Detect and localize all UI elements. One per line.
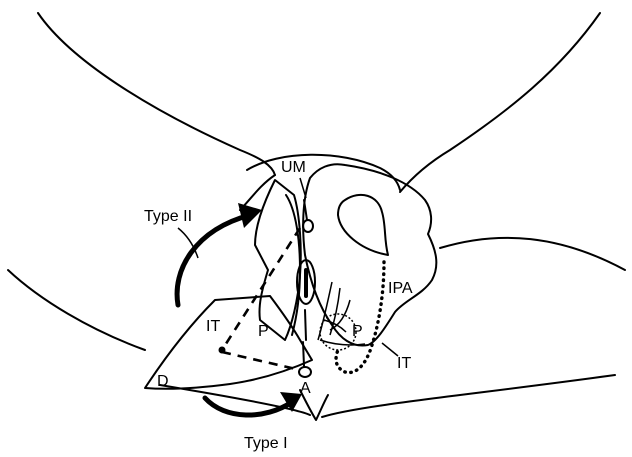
- um-leader: [300, 178, 306, 198]
- label-p-right: P: [352, 323, 363, 340]
- label-a: A: [300, 380, 311, 397]
- anal-stem: [303, 342, 304, 366]
- body-outline: [8, 13, 625, 420]
- label-type-ii: Type II: [144, 208, 192, 225]
- type-ii-arrow: [177, 215, 250, 305]
- left-flap-type-ii: [255, 180, 301, 340]
- it-point-left: [219, 347, 226, 354]
- flap-d-type-i: [145, 296, 312, 389]
- label-d: D: [157, 373, 169, 390]
- label-um: UM: [281, 159, 306, 176]
- label-p-left: P: [258, 323, 269, 340]
- anal-ring: [299, 367, 311, 377]
- right-inner-contour: [338, 195, 388, 255]
- label-it-left: IT: [206, 318, 220, 335]
- label-ipa: IPA: [388, 280, 413, 297]
- upper-ring: [303, 220, 313, 232]
- lower-vertical-line: [305, 310, 306, 340]
- dashed-line-lower: [222, 352, 300, 370]
- label-it-right: IT: [397, 355, 411, 372]
- label-type-i: Type I: [244, 435, 288, 452]
- it-right-leader: [382, 343, 398, 356]
